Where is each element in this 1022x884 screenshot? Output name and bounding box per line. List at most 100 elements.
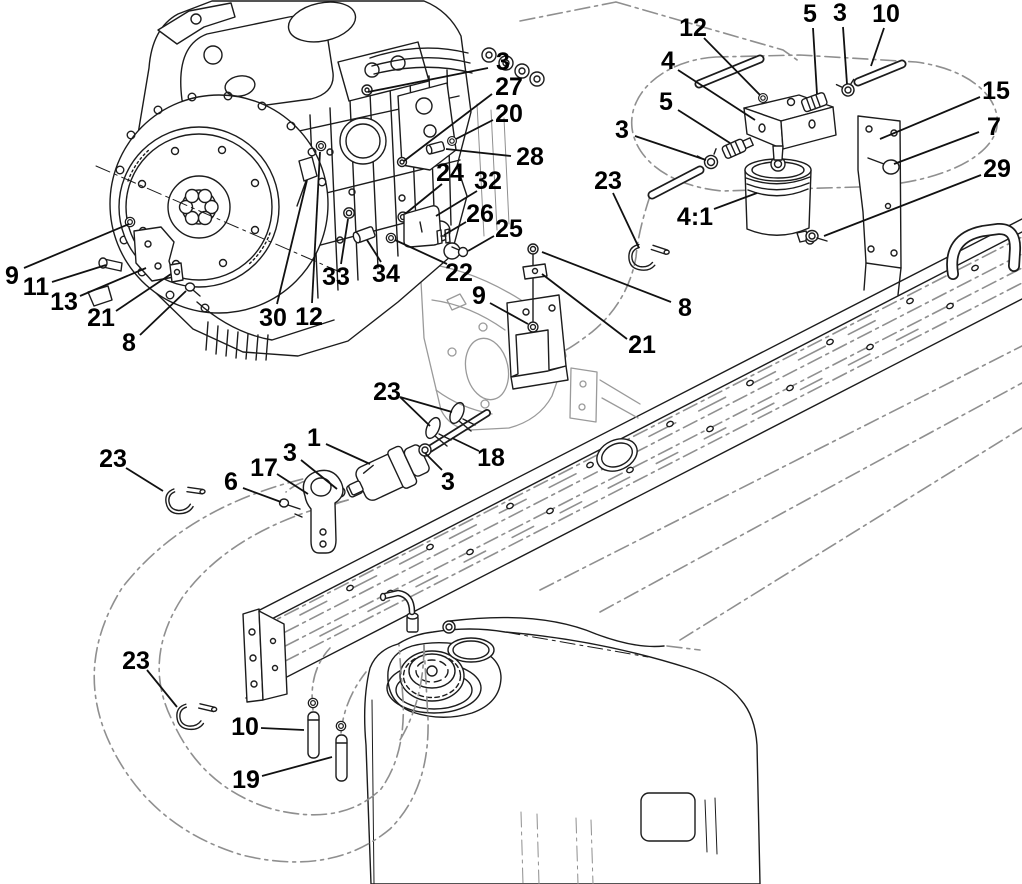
callout-label-3-0: 3 bbox=[496, 48, 510, 76]
callout-label-17-36: 17 bbox=[250, 454, 278, 482]
callout-leader-line bbox=[870, 27, 885, 67]
callout-leader-line bbox=[443, 221, 467, 236]
callout-label-12-12: 12 bbox=[295, 303, 323, 331]
callout-leader-line bbox=[823, 174, 982, 237]
callout-label-9-13: 9 bbox=[5, 262, 19, 290]
filter-bracket-plate bbox=[857, 115, 902, 269]
callout-leader-line bbox=[467, 235, 495, 252]
callout-leader-line bbox=[489, 302, 529, 325]
callout-leader-line bbox=[612, 192, 640, 249]
callout-label-24-4: 24 bbox=[436, 159, 464, 187]
callout-label-4-24: 4 bbox=[661, 47, 675, 75]
callout-leader-line bbox=[276, 179, 308, 305]
callout-leader-line bbox=[424, 452, 443, 471]
fuel-line-tubes bbox=[307, 697, 348, 782]
callout-leader-line bbox=[677, 69, 756, 121]
fuel-tank bbox=[363, 589, 761, 884]
callout-leader-line bbox=[115, 273, 172, 312]
callout-leader-line bbox=[879, 96, 981, 140]
callout-label-3-39: 3 bbox=[441, 468, 455, 496]
callout-leader-line bbox=[812, 27, 818, 95]
housing-bolt-holes bbox=[115, 91, 327, 313]
callout-label-5-25: 5 bbox=[659, 88, 673, 116]
callout-leader-line bbox=[703, 37, 761, 96]
callout-leader-line bbox=[403, 93, 493, 162]
callout-leader-line bbox=[541, 251, 672, 303]
callout-leader-line bbox=[394, 239, 448, 265]
fuel-filter-assembly bbox=[647, 54, 907, 296]
callout-leader-line bbox=[451, 437, 480, 452]
callout-label-25-7: 25 bbox=[495, 215, 523, 243]
rail-holes bbox=[346, 264, 979, 597]
callout-label-23-33: 23 bbox=[373, 378, 401, 406]
callout-label-11-14: 11 bbox=[23, 273, 50, 301]
callout-label-7-31: 7 bbox=[987, 113, 1001, 141]
callout-leader-line bbox=[23, 223, 130, 269]
callout-label-10-42: 10 bbox=[231, 713, 259, 741]
callout-leader-line bbox=[146, 669, 178, 708]
callout-leader-line bbox=[404, 183, 443, 215]
callout-leader-line bbox=[300, 459, 338, 490]
callout-leader-line bbox=[366, 239, 382, 263]
frame-rail bbox=[242, 218, 1022, 703]
callout-leader-line bbox=[399, 396, 431, 427]
callout-label-3-35: 3 bbox=[283, 439, 297, 467]
vent-fitting bbox=[379, 589, 456, 634]
callout-leader-line bbox=[260, 727, 305, 731]
engine-mount-bracket-rear bbox=[506, 243, 569, 390]
callout-label-29-32: 29 bbox=[983, 155, 1011, 183]
engine bbox=[87, 0, 545, 361]
callout-leader-line bbox=[340, 218, 349, 265]
grab-handle bbox=[946, 223, 1022, 280]
callout-label-34-10: 34 bbox=[372, 260, 400, 288]
callout-label-5-27: 5 bbox=[803, 0, 817, 28]
callout-label-33-9: 33 bbox=[322, 263, 350, 291]
fuel-filter-canister bbox=[744, 145, 815, 245]
callout-label-13-15: 13 bbox=[50, 288, 78, 316]
pump-bracket bbox=[302, 469, 344, 554]
callout-leader-line bbox=[139, 290, 187, 336]
frame-casting bbox=[419, 262, 641, 431]
callout-label-3-26: 3 bbox=[615, 116, 629, 144]
callout-leader-line bbox=[634, 135, 707, 161]
callout-leader-line bbox=[399, 396, 453, 413]
callout-leader-line bbox=[311, 151, 321, 304]
callout-label-15-30: 15 bbox=[982, 77, 1010, 105]
callout-leader-line bbox=[125, 467, 164, 492]
callout-label-8-17: 8 bbox=[122, 329, 136, 357]
fuel-pump bbox=[346, 444, 430, 501]
callout-leader-line bbox=[276, 473, 309, 495]
callout-label-12-23: 12 bbox=[679, 14, 707, 42]
callout-label-22-8: 22 bbox=[445, 259, 473, 287]
callout-leader-line bbox=[455, 119, 494, 140]
callout-leader-line bbox=[51, 264, 107, 283]
callout-label-6-37: 6 bbox=[224, 468, 238, 496]
callout-leader-line bbox=[893, 131, 980, 165]
callout-label-9-18: 9 bbox=[472, 282, 486, 310]
callout-label-8-20: 8 bbox=[678, 294, 692, 322]
callout-leader-line bbox=[445, 148, 512, 157]
callout-label-28-3: 28 bbox=[516, 143, 544, 171]
callout-leader-line bbox=[367, 67, 489, 93]
callout-label-3-28: 3 bbox=[833, 0, 847, 27]
callout-leader-line bbox=[677, 109, 731, 144]
callout-leader-line bbox=[541, 273, 628, 340]
ghost-outlines bbox=[519, 1, 999, 353]
callout-label-21-16: 21 bbox=[87, 304, 115, 332]
callout-leader-line bbox=[842, 26, 848, 85]
callout-label-10-29: 10 bbox=[872, 0, 900, 28]
engine-mount-left bbox=[98, 216, 201, 297]
fuel-pump-assembly bbox=[278, 399, 491, 554]
callout-leader-line bbox=[713, 192, 758, 210]
injector-cluster bbox=[481, 47, 545, 87]
callout-label-23-41: 23 bbox=[122, 647, 150, 675]
callout-label-23-21: 23 bbox=[594, 167, 622, 195]
callout-label-20-2: 20 bbox=[495, 100, 523, 128]
callout-label-32-5: 32 bbox=[474, 167, 502, 195]
callout-label-18-38: 18 bbox=[477, 444, 505, 472]
callout-leader-line bbox=[435, 190, 478, 217]
callout-leader-line bbox=[325, 443, 371, 465]
